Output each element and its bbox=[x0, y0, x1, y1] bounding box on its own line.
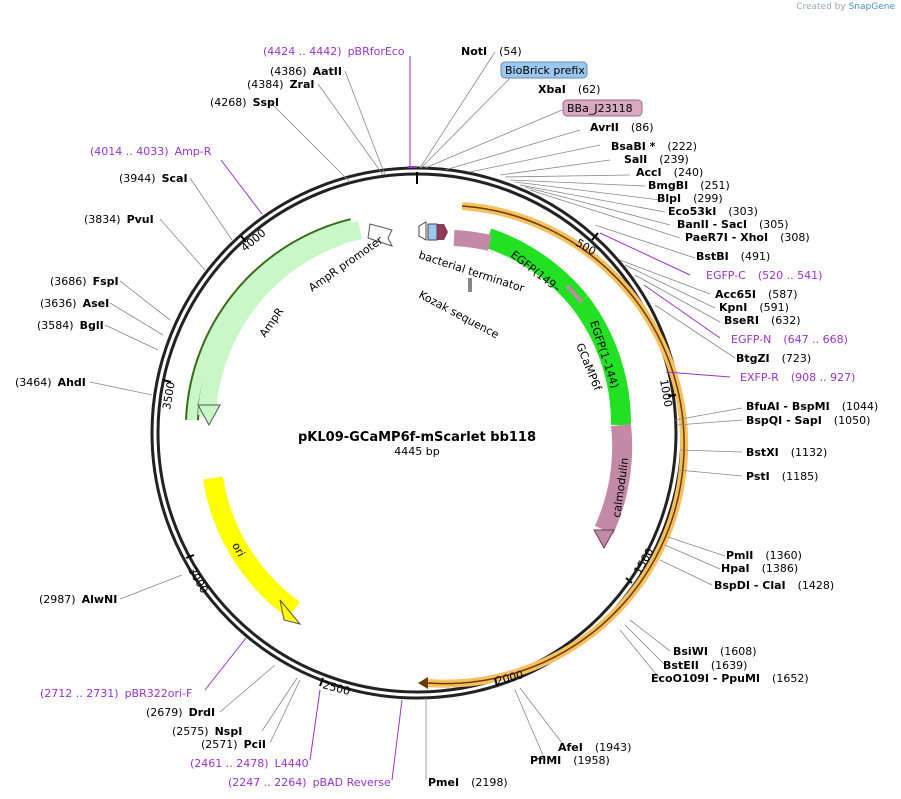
site-label-pvui: (3834)PvuI bbox=[84, 213, 154, 226]
bba-j23118-label: BBa_J23118 bbox=[567, 102, 633, 115]
site-label-bspdi-clai: BspDI - ClaI(1428) bbox=[714, 579, 834, 592]
site-label-eco53ki: Eco53kI(303) bbox=[668, 205, 758, 218]
bba-j23118-feature bbox=[437, 224, 448, 240]
site-label-fspi: (3686)FspI bbox=[50, 275, 119, 288]
tick-1000: 1000 bbox=[657, 378, 675, 408]
primer-label-pbrforeco: (4424 .. 4442)pBRforEco bbox=[263, 45, 405, 58]
site-label-psti: PstI(1185) bbox=[746, 470, 818, 483]
site-label-banii-saci: BanII - SacI(305) bbox=[677, 218, 789, 231]
site-label-bsteii: BstEII(1639) bbox=[663, 659, 747, 672]
site-label-drdi: (2679)DrdI bbox=[146, 706, 215, 719]
bba-j23118-box bbox=[562, 99, 643, 117]
site-label-avrii: AvrII(86) bbox=[590, 121, 654, 134]
primer-leader-exfp-r bbox=[665, 371, 731, 378]
primer-label-pbad-reverse: (2247 .. 2264)pBAD Reverse bbox=[228, 776, 391, 789]
site-label-bsabi: BsaBI *(222) bbox=[611, 140, 697, 153]
site-label-pmei: PmeI(2198) bbox=[428, 776, 508, 789]
site-label-ahdi: (3464)AhdI bbox=[15, 376, 86, 389]
site-label-scai: (3944)ScaI bbox=[119, 172, 188, 185]
gcamp6f-line bbox=[427, 205, 685, 685]
ampr-promoter-arrow bbox=[367, 223, 393, 247]
tick-2000: 2000 bbox=[494, 668, 524, 688]
site-label-blpi: BlpI(299) bbox=[657, 192, 723, 205]
ampr-arrow bbox=[198, 221, 363, 416]
site-label-hpai: HpaI(1386) bbox=[721, 562, 798, 575]
site-label-acc65i: Acc65I(587) bbox=[715, 288, 798, 301]
site-label-alwni: (2987)AlwNI bbox=[39, 593, 117, 606]
site-leaders bbox=[89, 51, 743, 780]
biobrick-prefix-feature bbox=[427, 223, 438, 241]
site-label-pflmi: PflMI(1958) bbox=[530, 754, 610, 767]
bacterial-terminator-arrow bbox=[418, 221, 427, 241]
calmodulin-arrowhead bbox=[593, 529, 615, 550]
site-label-paer7i-xhoi: PaeR7I - XhoI(308) bbox=[685, 231, 810, 244]
biobrick-prefix-box bbox=[500, 61, 588, 79]
label-ori: ori bbox=[229, 540, 247, 559]
site-label-bseri: BseRI(632) bbox=[724, 314, 801, 327]
biobrick-prefix-label: BioBrick prefix bbox=[505, 64, 585, 77]
label-ampr: AmpR bbox=[257, 305, 287, 340]
site-label-pcii: (2571)PciI bbox=[201, 738, 266, 751]
primer-leader-l4440 bbox=[309, 689, 321, 761]
egfp-1-144-segment bbox=[571, 295, 632, 426]
site-label-kpni: KpnI(591) bbox=[719, 301, 789, 314]
plasmid-length: 4445 bp bbox=[394, 445, 439, 458]
site-label-btgzi: BtgZI(723) bbox=[736, 352, 811, 365]
site-label-bstxi: BstXI(1132) bbox=[746, 446, 827, 459]
snapgene-logo: SnapGene bbox=[848, 2, 895, 12]
ampr-arrowhead bbox=[197, 404, 221, 427]
calmodulin-segment bbox=[594, 423, 633, 535]
site-label-ecoo109i-ppumi: EcoO109I - PpuMI(1652) bbox=[651, 672, 809, 685]
site-label-nspi: (2575)NspI bbox=[172, 725, 242, 738]
site-label-bfuai-bspmi: BfuAI - BspMI(1044) bbox=[746, 400, 878, 413]
site-label-bspqi-sapi: BspQI - SapI(1050) bbox=[746, 414, 870, 427]
ori-arrow bbox=[203, 476, 300, 619]
site-label-zrai: (4384)ZraI bbox=[247, 78, 315, 91]
gcamp6f-arrowhead bbox=[418, 677, 428, 689]
ori-arrowhead bbox=[279, 599, 302, 625]
credit-prefix: Created by bbox=[796, 2, 846, 12]
primer-leader-egfp-n bbox=[643, 284, 721, 339]
n-terminal-tag bbox=[453, 230, 492, 251]
site-label-asei: (3636)AseI bbox=[40, 297, 109, 310]
site-label-sspi: (4268)SspI bbox=[210, 96, 279, 109]
site-label-bstbi: BstBI(491) bbox=[696, 250, 770, 263]
site-label-bmgbi: BmgBI(251) bbox=[648, 179, 730, 192]
site-label-sali: SalI(239) bbox=[624, 153, 689, 166]
site-label-afei: AfeI(1943) bbox=[558, 741, 631, 754]
primer-label-exfp-r: EXFP-R(908 .. 927) bbox=[740, 371, 855, 384]
kozak-feature bbox=[468, 278, 472, 292]
site-label-pmli: PmlI(1360) bbox=[726, 549, 802, 562]
site-label-aatii: (4386)AatII bbox=[270, 65, 342, 78]
tick-3000: 3000 bbox=[185, 565, 210, 596]
snapgene-credit: Created by SnapGene bbox=[796, 2, 895, 12]
plasmid-name: pKL09-GCaMP6f-mScarlet bb118 bbox=[298, 430, 536, 445]
primer-leader-ampr bbox=[220, 159, 263, 215]
ruler-marks bbox=[162, 232, 677, 687]
site-label-bgli: (3584)BglI bbox=[37, 319, 104, 332]
site-label-acci: AccI(240) bbox=[636, 166, 703, 179]
site-label-noti: NotI(54) bbox=[461, 45, 522, 58]
tick-3500: 3500 bbox=[160, 381, 178, 411]
primer-label-egfp-c: EGFP-C(520 .. 541) bbox=[706, 269, 822, 282]
site-label-xbai: XbaI(62) bbox=[538, 83, 600, 96]
primer-leader-pbad-reverse bbox=[391, 699, 403, 781]
primer-label-pbr322ori-f: (2712 .. 2731)pBR322ori-F bbox=[40, 687, 192, 700]
primer-label-ampr: (4014 .. 4033)Amp-R bbox=[90, 145, 212, 158]
primer-leader-egfp-c bbox=[599, 232, 691, 276]
linker-mark bbox=[565, 284, 584, 304]
primer-label-egfp-n: EGFP-N(647 .. 668) bbox=[731, 333, 848, 346]
primer-leader-pbr322ori-f bbox=[204, 637, 247, 691]
primer-label-l4440: (2461 .. 2478)L4440 bbox=[190, 757, 309, 770]
site-label-bsiwi: BsiWI(1608) bbox=[673, 645, 757, 658]
label-kozak: Kozak sequence bbox=[417, 288, 502, 341]
